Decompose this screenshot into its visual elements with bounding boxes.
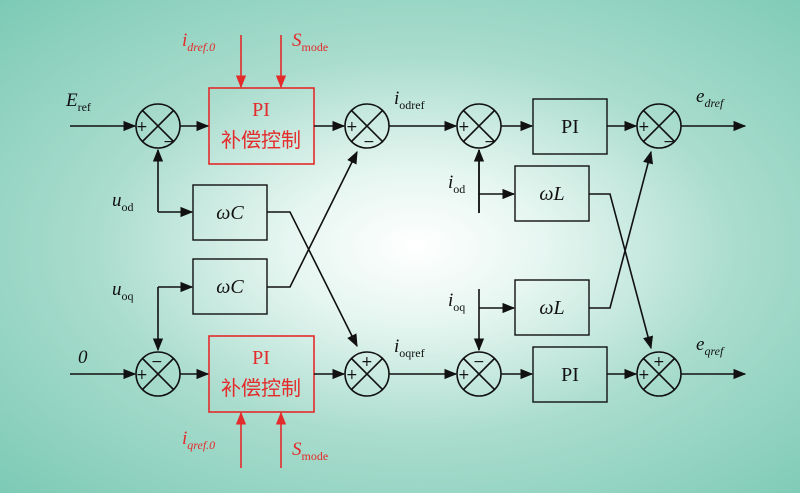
pi-comp-top-line1: PI — [252, 99, 270, 121]
sign-plus: + — [361, 354, 373, 370]
sign-plus: + — [346, 367, 358, 383]
omega-c-bottom-label: ωC — [216, 276, 244, 298]
wire-wl-bottom-cross — [589, 150, 654, 309]
pi-top-label: PI — [561, 116, 579, 138]
label-zero: 0 — [78, 347, 88, 368]
wire-wc-top-cross — [267, 211, 358, 348]
pi-comp-bottom-line1: PI — [252, 347, 270, 369]
sign-plus: + — [136, 367, 148, 383]
sign-minus: − — [163, 134, 175, 150]
sign-minus: − — [151, 354, 163, 370]
label-smode-top: Smode — [292, 30, 328, 54]
label-eqref: eqref — [696, 334, 725, 358]
omega-l-top-label: ωL — [539, 183, 564, 205]
label-uod: uod — [112, 190, 134, 214]
pi-comp-bottom-line2: 补偿控制 — [221, 377, 301, 400]
wire-wl-top-cross — [589, 193, 653, 350]
sign-plus: + — [653, 354, 665, 370]
sign-plus: + — [458, 119, 470, 135]
label-eref: Eref — [65, 90, 91, 114]
wire-wc-bottom-cross — [267, 150, 358, 288]
label-iodref: iodref — [394, 88, 425, 112]
label-edref: edref — [696, 86, 725, 110]
label-iqref0: iqref.0 — [182, 428, 215, 452]
omega-l-bottom-label: ωL — [539, 297, 564, 319]
pi-bottom-label: PI — [561, 364, 579, 386]
label-ioqref: ioqref — [394, 336, 425, 360]
sign-minus: − — [363, 134, 375, 150]
sign-minus: − — [663, 134, 675, 150]
sign-minus: − — [484, 134, 496, 150]
sign-plus: + — [638, 119, 650, 135]
sign-plus: + — [638, 367, 650, 383]
omega-c-top-label: ωC — [216, 202, 244, 224]
label-idref0: idref.0 — [182, 30, 215, 54]
sign-minus: − — [473, 354, 485, 370]
label-uoq: uoq — [112, 279, 134, 303]
sign-plus: + — [346, 119, 358, 135]
pi-comp-top-line2: 补偿控制 — [221, 129, 301, 152]
label-smode-bottom: Smode — [292, 439, 328, 463]
label-iod: iod — [448, 172, 465, 196]
label-ioq: ioq — [448, 290, 465, 314]
sign-plus: + — [458, 367, 470, 383]
sign-plus: + — [136, 119, 148, 135]
